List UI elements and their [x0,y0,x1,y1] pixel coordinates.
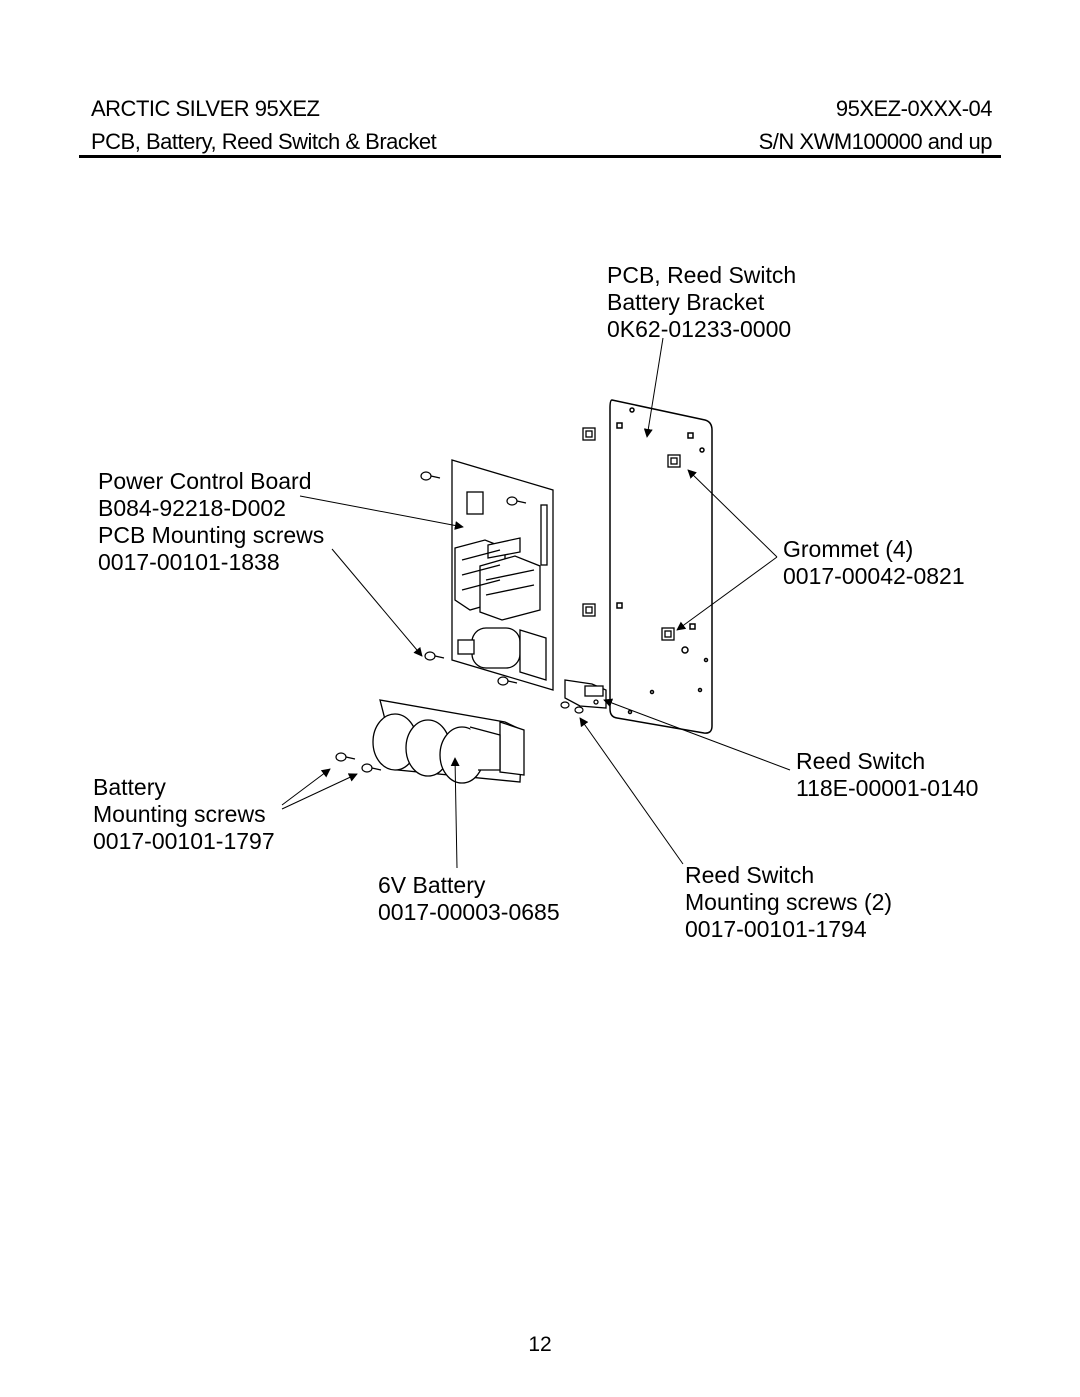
power-control-board-drawing [451,459,554,691]
grommet-name: Grommet (4) [783,536,914,562]
reed-switch-part-number: 118E-00001-0140 [796,775,979,801]
reed-screws-name-line2: Mounting screws (2) [685,889,893,915]
grommets [582,427,681,641]
callout-grommet: Grommet (4) 0017-00042-0821 [783,536,965,590]
leader-battery [450,757,460,869]
leader-pcb-screws [331,548,423,657]
leader-grommet-lower [676,556,778,631]
callout-battery: 6V Battery 0017-00003-0685 [378,872,560,926]
reed-screws-name: Reed Switch [685,862,815,888]
mounting-screws [335,471,584,773]
reed-switch-drawing [564,679,607,709]
leader-reed-screws [579,717,684,865]
battery-name: 6V Battery [378,872,486,898]
leader-grommet-upper [687,469,778,558]
pcb-screws-name: PCB Mounting screws [98,522,325,548]
pcb-screws-part-number: 0017-00101-1838 [98,549,280,575]
callout-power-control-board: Power Control Board B084-92218-D002 PCB … [98,468,324,576]
callout-battery-screws: Battery Mounting screws 0017-00101-1797 [93,774,275,855]
callout-reed-switch-screws: Reed Switch Mounting screws (2) 0017-001… [685,862,892,943]
battery-bracket-drawing [609,399,713,734]
callout-bracket: PCB, Reed Switch Battery Bracket 0K62-01… [607,262,796,343]
reed-switch-name: Reed Switch [796,748,926,774]
leader-battery-screw-1 [281,768,331,806]
battery-pack-drawing [372,699,525,784]
bracket-part-number: 0K62-01233-0000 [607,316,792,342]
leader-reed-switch [603,698,791,771]
leader-battery-screw-2 [281,773,358,810]
leader-bracket [643,337,664,438]
bracket-name: PCB, Reed Switch [607,262,797,288]
grommet-part-number: 0017-00042-0821 [783,563,965,589]
reed-screws-part-number: 0017-00101-1794 [685,916,867,942]
bracket-name-line2: Battery Bracket [607,289,765,315]
header-rule [79,155,1001,158]
battery-screws-part-number: 0017-00101-1797 [93,828,275,854]
section-title: PCB, Battery, Reed Switch & Bracket [91,129,437,154]
callout-reed-switch: Reed Switch 118E-00001-0140 [796,748,978,802]
pcb-name: Power Control Board [98,468,312,494]
pcb-part-number: B084-92218-D002 [98,495,286,521]
battery-part-number: 0017-00003-0685 [378,899,560,925]
leader-lines [281,337,791,869]
page-number: 12 [528,1333,552,1356]
model-name: ARCTIC SILVER 95XEZ [91,96,320,121]
serial-range: S/N XWM100000 and up [758,129,993,154]
leader-pcb [299,495,464,530]
battery-screws-name-line2: Mounting screws [93,801,266,827]
battery-screws-name: Battery [93,774,166,800]
model-code: 95XEZ-0XXX-04 [835,96,993,121]
